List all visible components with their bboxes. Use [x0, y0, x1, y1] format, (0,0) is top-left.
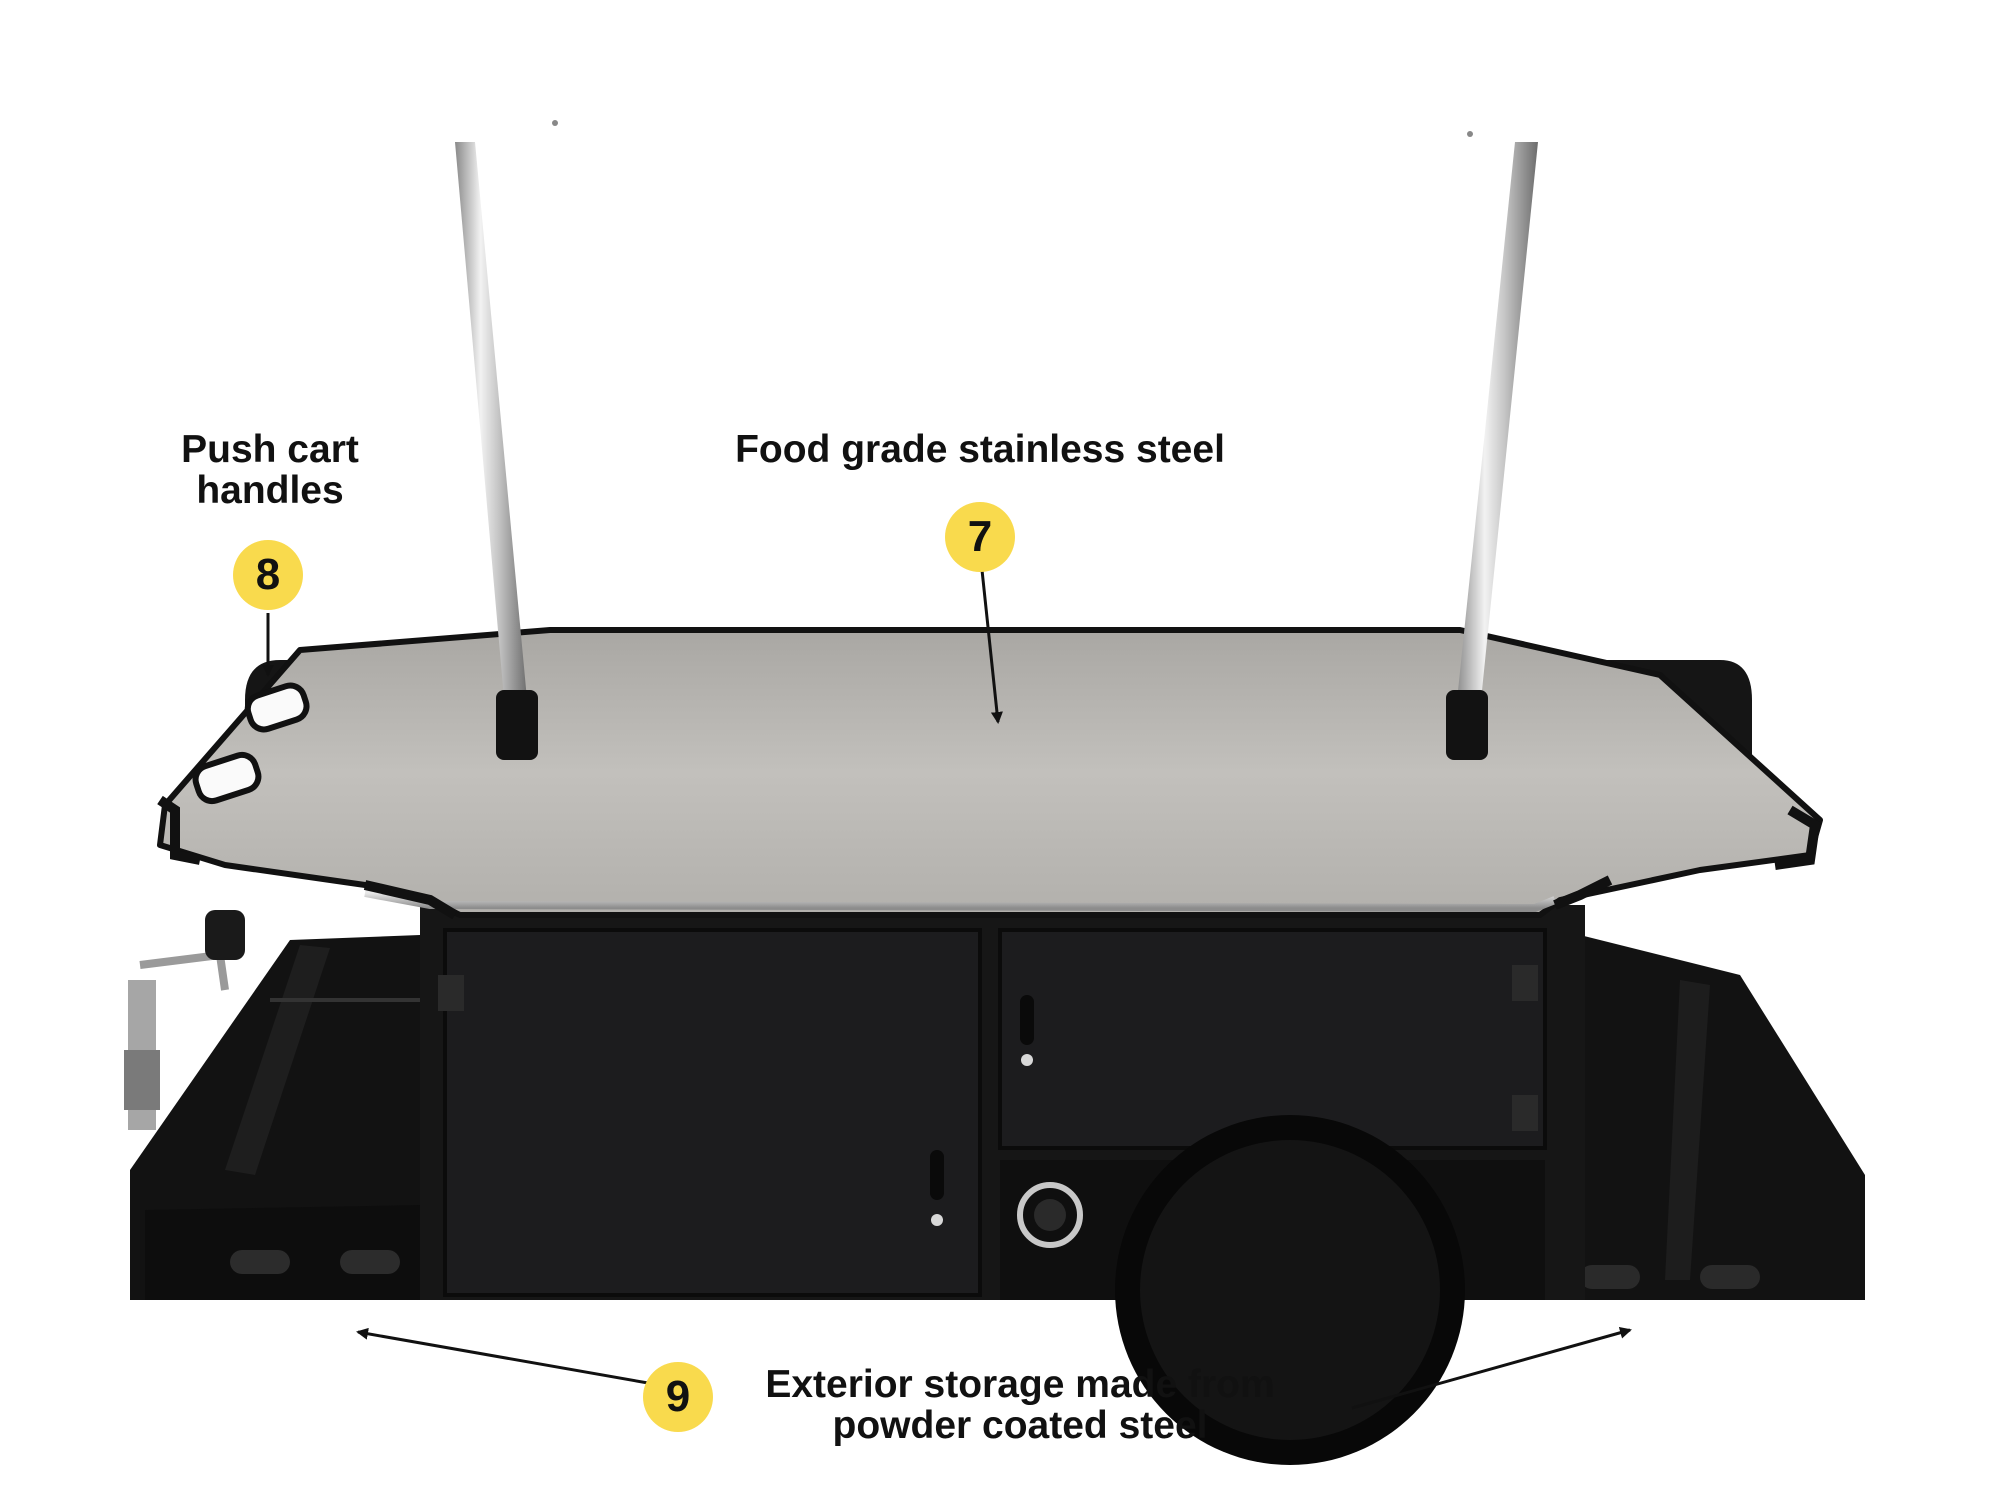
hitch-jack	[124, 910, 245, 1130]
right-storage-basket	[1560, 930, 1865, 1300]
handles-callout-title: Push cart handles	[140, 428, 400, 512]
callout-badge-8: 8	[233, 540, 303, 610]
left-storage-basket	[130, 935, 420, 1300]
steel-callout-title: Food grade stainless steel	[735, 428, 1225, 471]
handles-title-line2: handles	[196, 468, 344, 512]
storage-title-line1: Exterior storage made from	[765, 1363, 1275, 1406]
callout-arrows	[262, 569, 1632, 1410]
cabinet-body	[420, 905, 1585, 1465]
arrow-9-left	[356, 1327, 649, 1385]
arrow-7	[980, 569, 1003, 724]
stainless-top	[157, 627, 1823, 920]
arrow-9-right	[1351, 1326, 1632, 1410]
canopy-pole-right	[1446, 131, 1538, 760]
handles-title-line1: Push cart	[181, 428, 359, 471]
callout-badge-9: 9	[643, 1362, 713, 1432]
storage-title-line2: powder coated steel	[832, 1403, 1208, 1447]
canopy-pole-left	[455, 120, 558, 760]
callout-badge-7: 7	[945, 502, 1015, 572]
storage-callout-title: Exterior storage made from powder coated…	[720, 1363, 1320, 1447]
